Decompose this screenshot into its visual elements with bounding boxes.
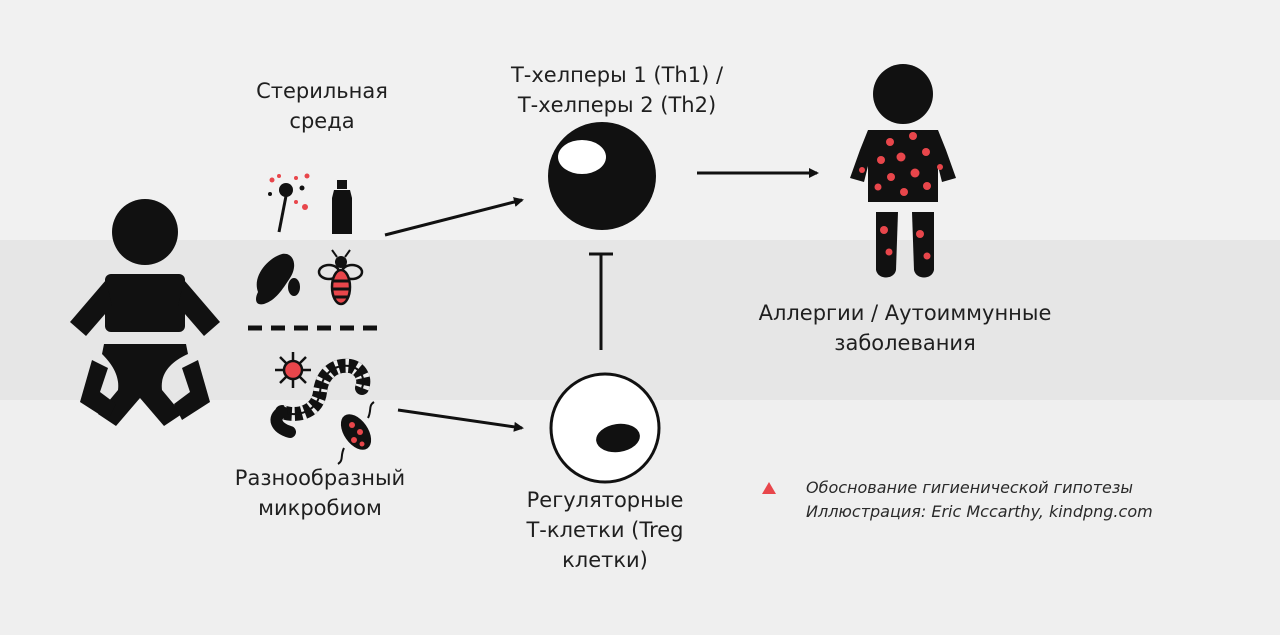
bee-icon xyxy=(317,249,364,306)
label-microbiome-line2: микробиом xyxy=(258,496,382,520)
label-treg-line1: Регуляторные xyxy=(526,488,684,512)
allergy-child-icon xyxy=(850,64,956,278)
flower-icon xyxy=(268,173,310,233)
label-microbiome-line1: Разнообразный xyxy=(234,466,406,490)
label-diseases-line1: Аллергии / Аутоиммунные xyxy=(758,301,1052,325)
label-sterile-line1: Стерильная xyxy=(256,79,388,103)
treg-cell-icon xyxy=(549,372,661,484)
worm-icon xyxy=(270,358,371,438)
label-th-cells: Т-хелперы 1 (Th1) / Т-хелперы 2 (Th2) xyxy=(482,60,752,120)
arrow-microbiome-to-treg xyxy=(397,408,524,432)
baby-icon xyxy=(70,199,220,426)
caption-line1: Обоснование гигиенической гипотезы xyxy=(806,478,1134,497)
label-treg-cells: Регуляторные Т-клетки (Treg клетки) xyxy=(495,485,715,575)
shoe-icon xyxy=(256,253,300,305)
arrow-sterile-to-th xyxy=(384,197,524,237)
label-diseases-line2: заболевания xyxy=(834,331,976,355)
caption-line2: Иллюстрация: Eric Mccarthy, kindpng.com xyxy=(806,502,1153,521)
label-th-line1: Т-хелперы 1 (Th1) / xyxy=(510,63,724,87)
th-cell-icon xyxy=(548,122,656,230)
virus-icon xyxy=(275,352,311,388)
bottle-icon xyxy=(332,180,352,234)
inhibition-line xyxy=(589,252,613,350)
label-treg-line3: клетки) xyxy=(562,548,648,572)
label-sterile-line2: среда xyxy=(289,109,355,133)
label-sterile-environment: Стерильная среда xyxy=(222,76,422,136)
label-treg-line2: Т-клетки (Treg xyxy=(526,518,684,542)
label-th-line2: Т-хелперы 2 (Th2) xyxy=(517,93,717,117)
triangle-icon xyxy=(762,482,776,494)
label-diseases: Аллергии / Аутоиммунные заболевания xyxy=(730,298,1080,358)
label-diverse-microbiome: Разнообразный микробиом xyxy=(205,463,435,523)
caption: Обоснование гигиенической гипотезы Иллюс… xyxy=(806,476,1153,524)
bacterium-icon xyxy=(337,401,375,465)
